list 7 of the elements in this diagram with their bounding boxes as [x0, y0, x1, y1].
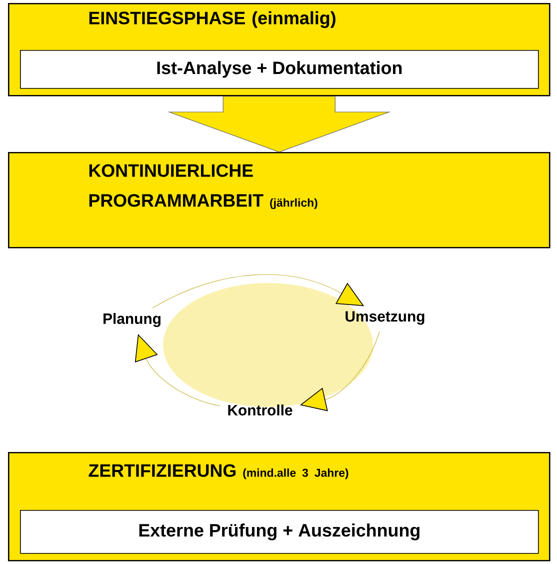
- content-box: Ist-Analyse + Dokumentation: [20, 50, 539, 89]
- cycle-step: Kontrolle: [228, 404, 292, 416]
- block-arrow: [167, 96, 391, 152]
- content-box: Externe Prüfung + Auszeichnung: [20, 510, 539, 554]
- phase-box: KONTINUIERLICHE PROGRAMMARBEIT (jährlich): [8, 152, 550, 248]
- cycle-step: Planung: [104, 313, 160, 327]
- cycle-step: Umsetzung: [346, 311, 424, 325]
